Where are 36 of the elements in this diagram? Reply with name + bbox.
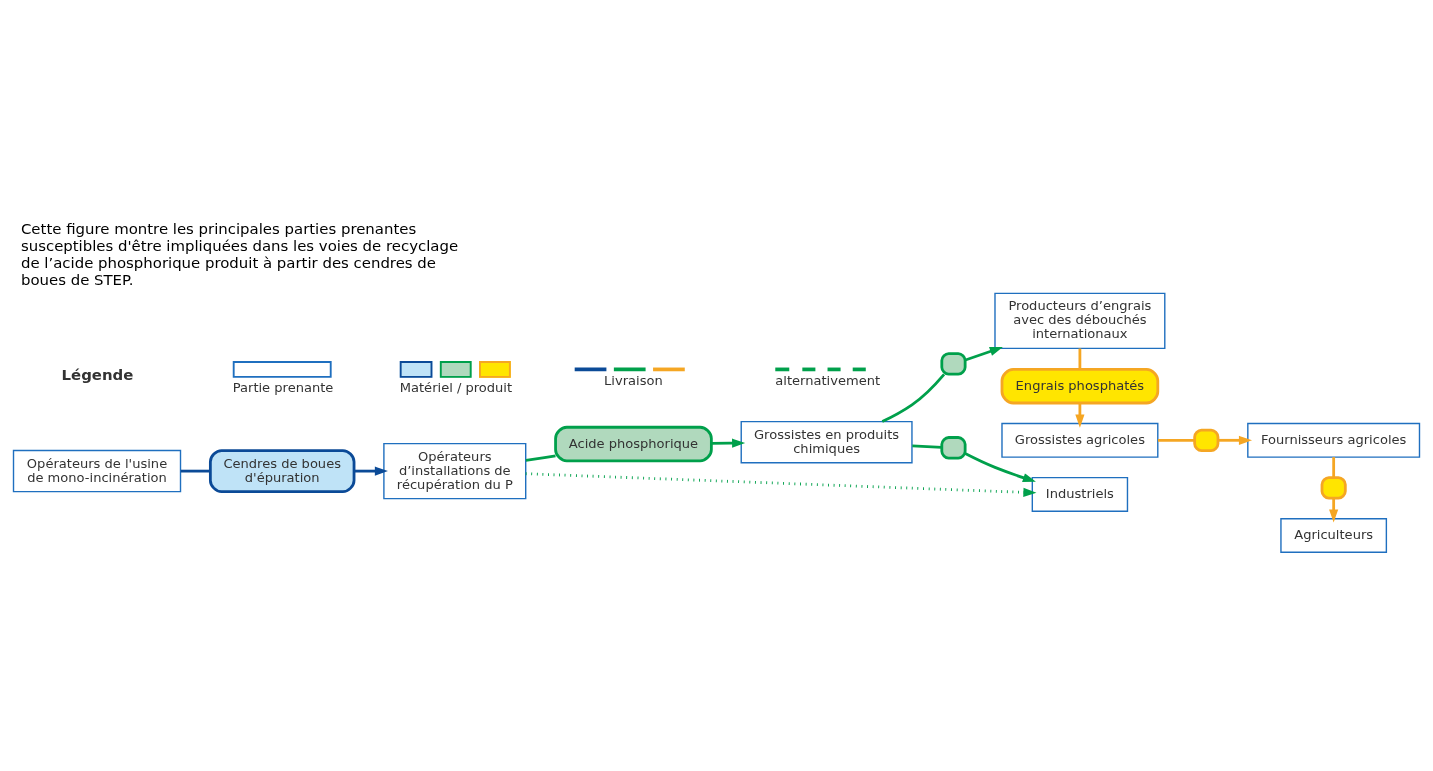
connector — [180, 469, 211, 473]
node-box: Industriels — [1031, 476, 1129, 512]
label: Légende — [61, 366, 134, 385]
arrow — [964, 452, 1036, 483]
legend-label: alternativement — [775, 373, 881, 389]
node-box — [940, 436, 967, 460]
node-box: Grossistes agricoles — [1001, 422, 1159, 458]
node-box: Engrais phosphatés — [1000, 368, 1160, 405]
arrow — [1329, 498, 1339, 523]
node-box: Agriculteurs — [1280, 517, 1388, 553]
arrow — [354, 466, 388, 476]
node-box: Producteurs d’engrais avec des débouchés internationaux — [994, 292, 1166, 350]
node-box — [1193, 428, 1220, 452]
node-box: Fournisseurs agricoles — [1247, 422, 1421, 458]
arrow — [1075, 403, 1085, 428]
arrow — [711, 438, 746, 448]
connector — [1157, 438, 1195, 442]
connector — [881, 373, 946, 423]
arrow — [1218, 435, 1252, 445]
node-box: Cendres de boues d'épuration — [208, 449, 356, 494]
legend-label: Matériel / produit — [399, 379, 513, 395]
connector — [912, 444, 942, 449]
connector — [1078, 348, 1082, 370]
legend-label: Partie prenante — [232, 379, 334, 395]
connector — [525, 454, 556, 462]
connector — [1332, 457, 1336, 478]
node-box — [940, 352, 967, 376]
node-box: Acide phosphorique — [554, 425, 713, 463]
node-box: Opérateurs de l'usine de mono-incinération — [12, 449, 182, 493]
node-box: Opérateurs d’installations de récupération du P — [383, 442, 527, 500]
arrow — [525, 472, 1037, 497]
diagram-title: Cette figure montre les principales parties prenantes susceptibles d'être impliquées dans les voies de recyclage de l’acide phosphorique produit à partir des cendres de boues de STEP. — [20, 220, 459, 289]
node-box: Grossistes en produits chimiques — [740, 420, 913, 464]
legend-label: Livraison — [604, 373, 663, 389]
node-box — [1320, 476, 1347, 500]
arrow — [965, 347, 1003, 362]
